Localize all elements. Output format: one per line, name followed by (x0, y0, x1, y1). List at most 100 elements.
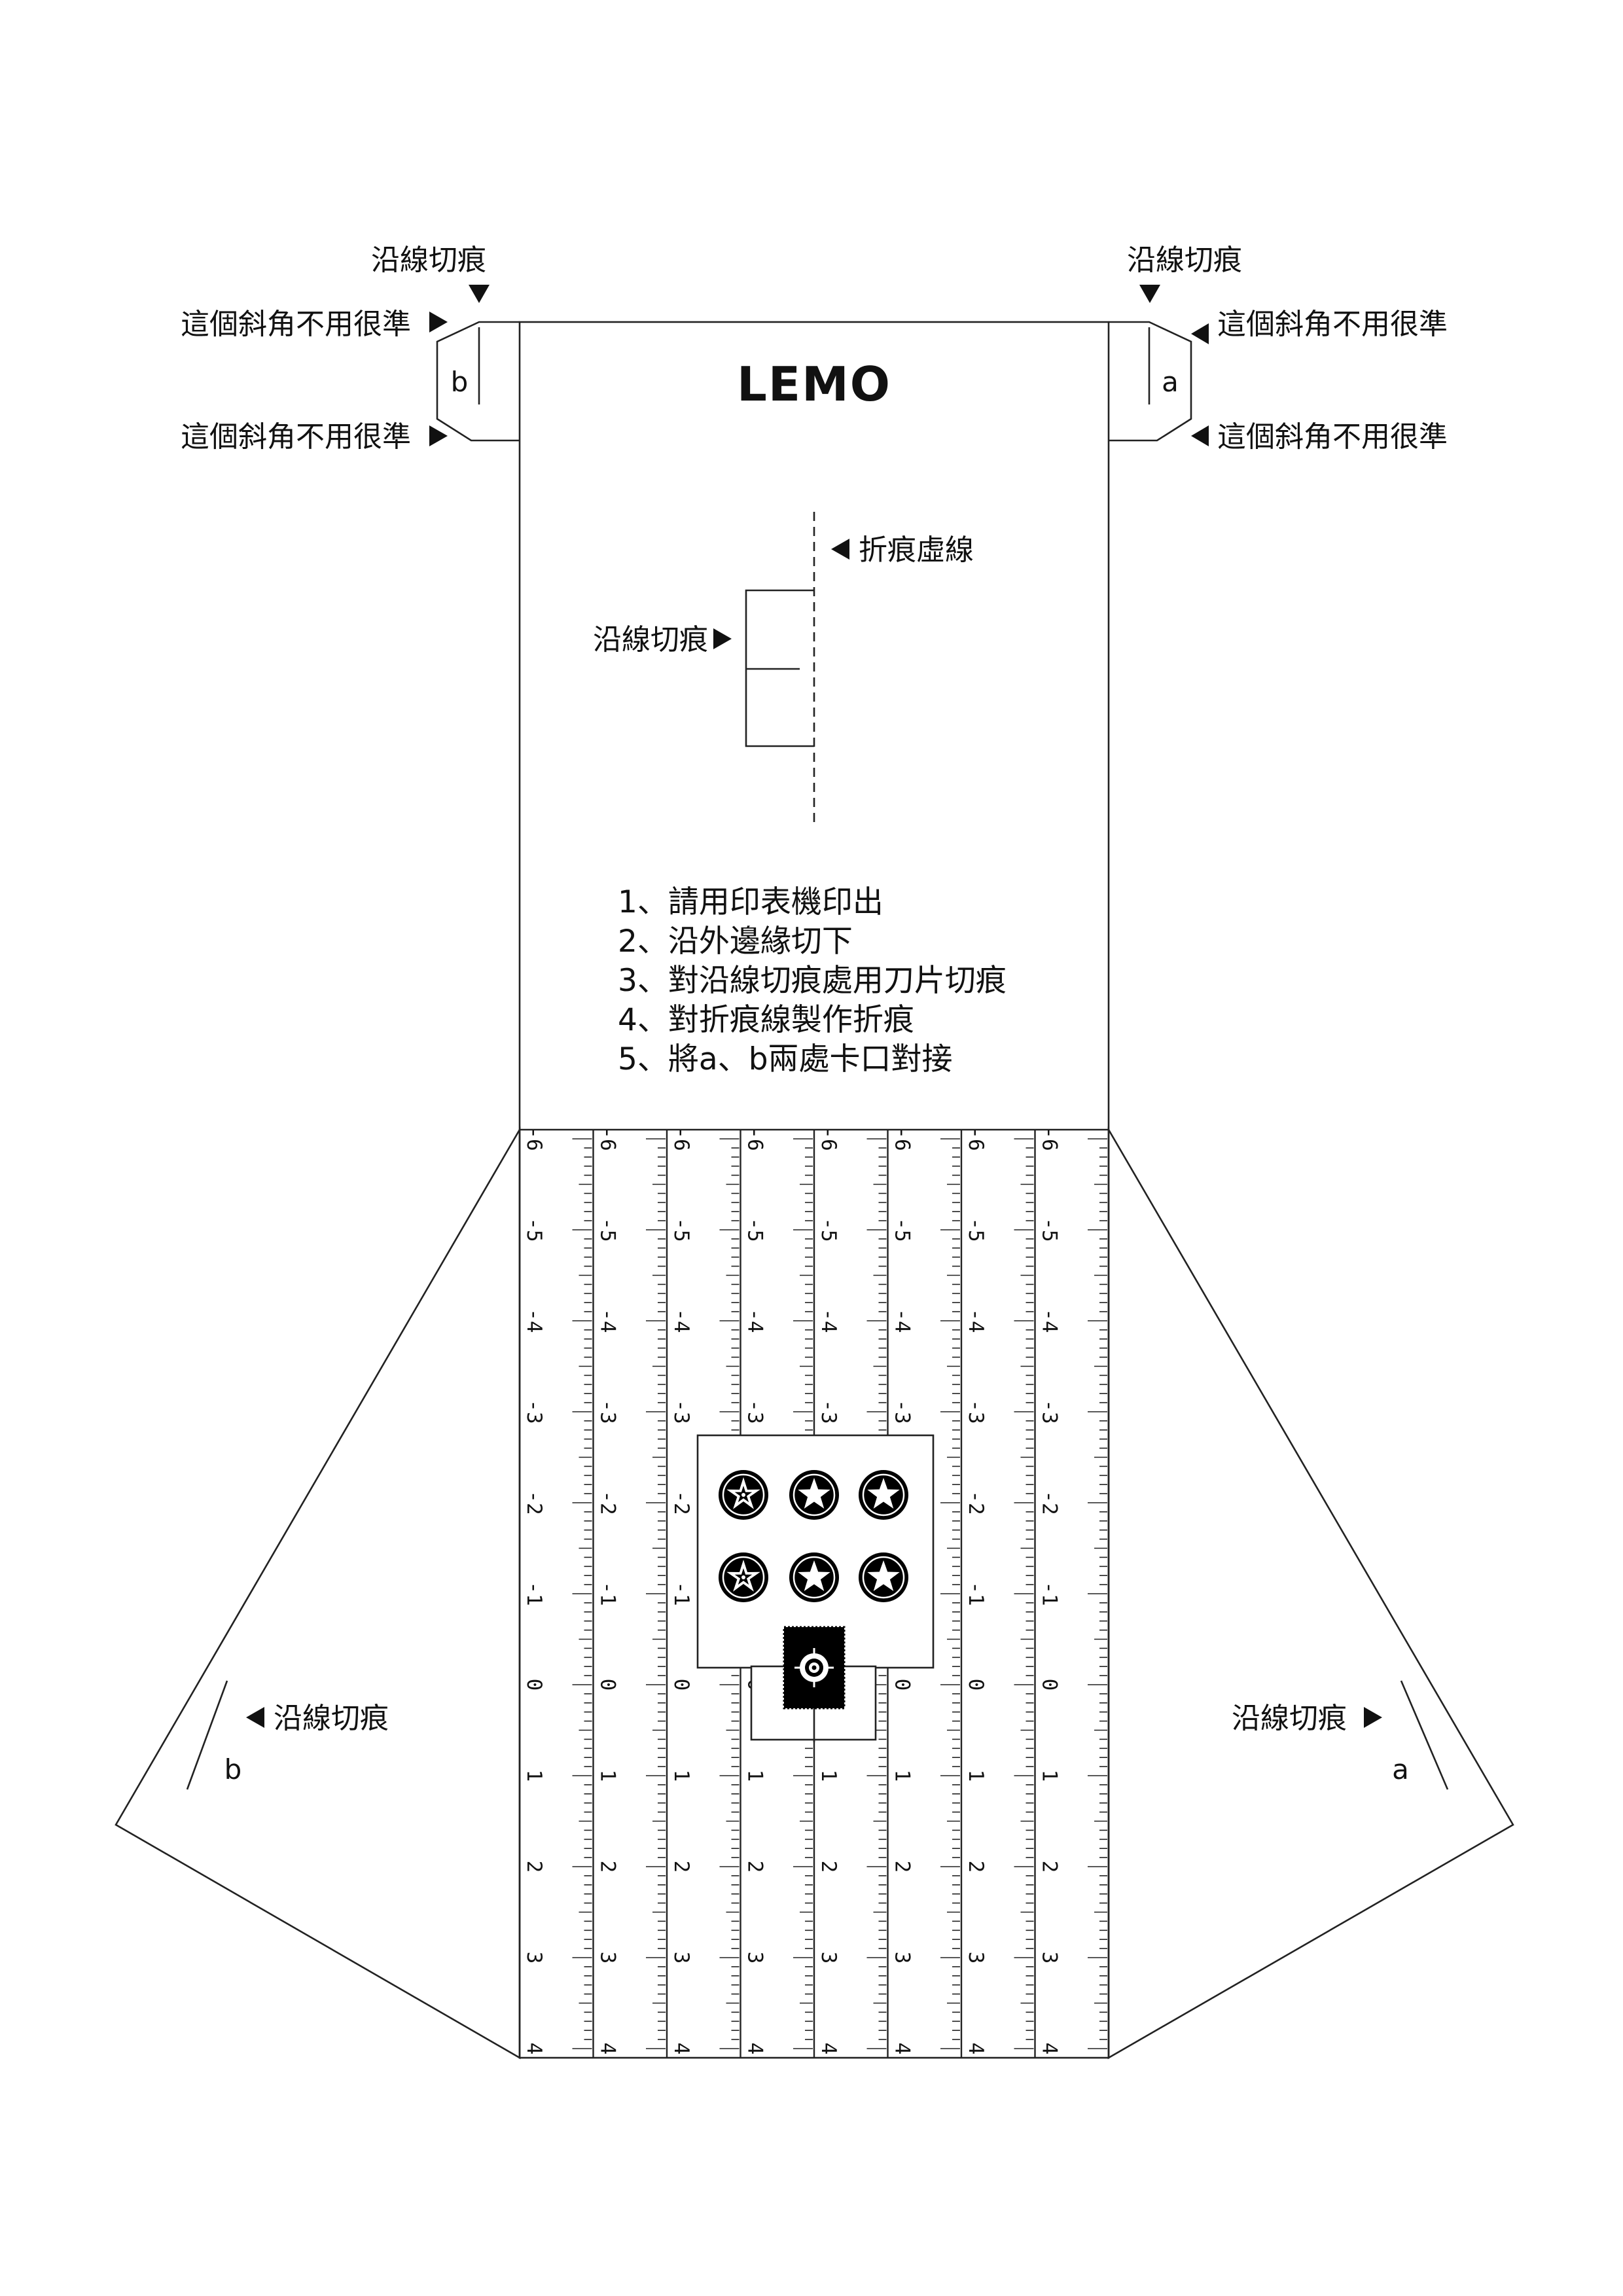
target-marker-icon (783, 1626, 846, 1710)
ruler-tick-label: 0 (891, 1679, 914, 1691)
ruler-tick-label: 0 (1038, 1679, 1061, 1691)
ruler-tick-label: 3 (743, 1952, 767, 1964)
ruler-tick-label: -3 (743, 1399, 767, 1424)
ruler-tick-label: -2 (964, 1490, 988, 1515)
ruler-tick-label: 4 (669, 2043, 693, 2055)
ruler-tick-label: 4 (596, 2043, 620, 2055)
instruction-4: 4、對折痕線製作折痕 (618, 1002, 914, 1038)
ruler-tick-label: 2 (522, 1861, 546, 1873)
flower-star-badge-icon (717, 1551, 770, 1604)
instruction-5: 5、將a、b兩處卡口對接 (618, 1041, 953, 1077)
ruler-tick-label: -2 (596, 1490, 620, 1515)
cut-slit-left (186, 1680, 228, 1790)
ruler-tick-label: 0 (522, 1679, 546, 1691)
ruler-tick-label: 1 (891, 1770, 914, 1782)
ruler-tick-label: 3 (891, 1952, 914, 1964)
ruler-tick-label: -6 (596, 1126, 620, 1151)
cut-label-top-right: 沿線切痕 (1127, 243, 1242, 277)
ruler-tick-label: -4 (743, 1308, 767, 1333)
ruler-tick-label: 0 (964, 1679, 988, 1691)
ruler-tick-label: -3 (891, 1399, 914, 1424)
cut-slit-right (1400, 1680, 1449, 1790)
ruler-tick-label: -6 (1038, 1126, 1061, 1151)
ruler-tick-label: 4 (743, 2043, 767, 2055)
ruler-tick-label: 1 (669, 1770, 693, 1782)
arrow-left-icon (831, 539, 849, 560)
ruler-tick-label: -4 (596, 1308, 620, 1333)
ruler-tick-label: 0 (596, 1679, 620, 1691)
ruler-tick-label: -5 (669, 1217, 693, 1242)
ruler-tick-label: -4 (522, 1308, 546, 1333)
ruler-tick-label: 1 (596, 1770, 620, 1782)
bevel-note-right-top: 這個斜角不用很準 (1217, 308, 1448, 341)
ruler-tick-label: -5 (1038, 1217, 1061, 1242)
ruler-tick-label: 3 (964, 1952, 988, 1964)
cut-label-center: 沿線切痕 (593, 623, 708, 656)
star-badge-icon (857, 1551, 910, 1604)
ruler-tick-label: 2 (891, 1861, 914, 1873)
arrow-left-icon (1191, 425, 1209, 446)
instruction-3: 3、對沿線切痕處用刀片切痕 (618, 963, 1007, 999)
arrow-right-icon (429, 425, 448, 446)
tab-a-outline (1109, 321, 1192, 442)
ruler-tick-label: -5 (891, 1217, 914, 1242)
ruler-tick-label: -4 (891, 1308, 914, 1333)
arrow-right-icon (1364, 1707, 1382, 1728)
arrow-down-icon (1139, 285, 1160, 303)
arrow-right-icon (713, 628, 732, 649)
ruler-tick-label: 2 (596, 1861, 620, 1873)
ruler-tick-label: -4 (964, 1308, 988, 1333)
star-badge-icon (788, 1469, 840, 1521)
cut-label-right-flap: 沿線切痕 (1232, 1702, 1347, 1735)
ruler-tick-label: 3 (596, 1952, 620, 1964)
flower-star-badge-icon (717, 1469, 770, 1521)
ruler-tick-label: -6 (522, 1126, 546, 1151)
ruler-tick-label: -6 (743, 1126, 767, 1151)
ruler-tick-label: -3 (669, 1399, 693, 1424)
star-badge-icon (857, 1469, 910, 1521)
instruction-2: 2、沿外邊緣切下 (618, 924, 853, 960)
tab-b-outline (436, 321, 520, 442)
brand-logo: LEMO (737, 357, 891, 412)
ruler-tick-label: -1 (522, 1581, 546, 1605)
ruler-tick-label: 2 (817, 1861, 840, 1873)
ruler-tick-label: 1 (817, 1770, 840, 1782)
bevel-note-right-bottom: 這個斜角不用很準 (1217, 420, 1448, 454)
ruler-tick-label: -6 (817, 1126, 840, 1151)
ruler-tick-label: 4 (817, 2043, 840, 2055)
ruler-tick-label: -5 (596, 1217, 620, 1242)
cut-label-top-left: 沿線切痕 (371, 243, 486, 277)
ruler-tick-label: -4 (1038, 1308, 1061, 1333)
ruler-tick-label: 2 (964, 1861, 988, 1873)
right-flap (1107, 1126, 1514, 2060)
ruler-tick-label: 3 (669, 1952, 693, 1964)
ruler-tick-label: -6 (964, 1126, 988, 1151)
ruler-tick-label: 1 (964, 1770, 988, 1782)
ruler-tick-label: -1 (669, 1581, 693, 1605)
arrow-left-icon (1191, 323, 1209, 344)
flap-letter-b: b (224, 1753, 242, 1785)
arrow-down-icon (469, 285, 490, 303)
ruler-tick-label: 3 (1038, 1952, 1061, 1964)
ruler-tick-label: 4 (964, 2043, 988, 2055)
cut-label-left-flap: 沿線切痕 (274, 1702, 389, 1735)
flap-letter-a: a (1392, 1753, 1409, 1785)
ruler-tick-label: -2 (669, 1490, 693, 1515)
ruler-tick-label: 3 (817, 1952, 840, 1964)
ruler-tick-label: -3 (596, 1399, 620, 1424)
tab-a-letter: a (1162, 366, 1179, 398)
ruler-tick-label: -3 (1038, 1399, 1061, 1424)
ruler-tick-label: -1 (596, 1581, 620, 1605)
ruler-strip: -6 -5 -4 -3 -2 -1 0 1 2 3 4 (596, 1126, 666, 2054)
ruler-tick-label: -1 (1038, 1581, 1061, 1605)
ruler-tick-label: 1 (1038, 1770, 1061, 1782)
ruler-tick-label: 4 (1038, 2043, 1061, 2055)
ruler-tick-label: -5 (743, 1217, 767, 1242)
ruler-tick-label: -2 (1038, 1490, 1061, 1515)
ruler-tick-label: -3 (817, 1399, 840, 1424)
ruler-tick-label: -2 (522, 1490, 546, 1515)
